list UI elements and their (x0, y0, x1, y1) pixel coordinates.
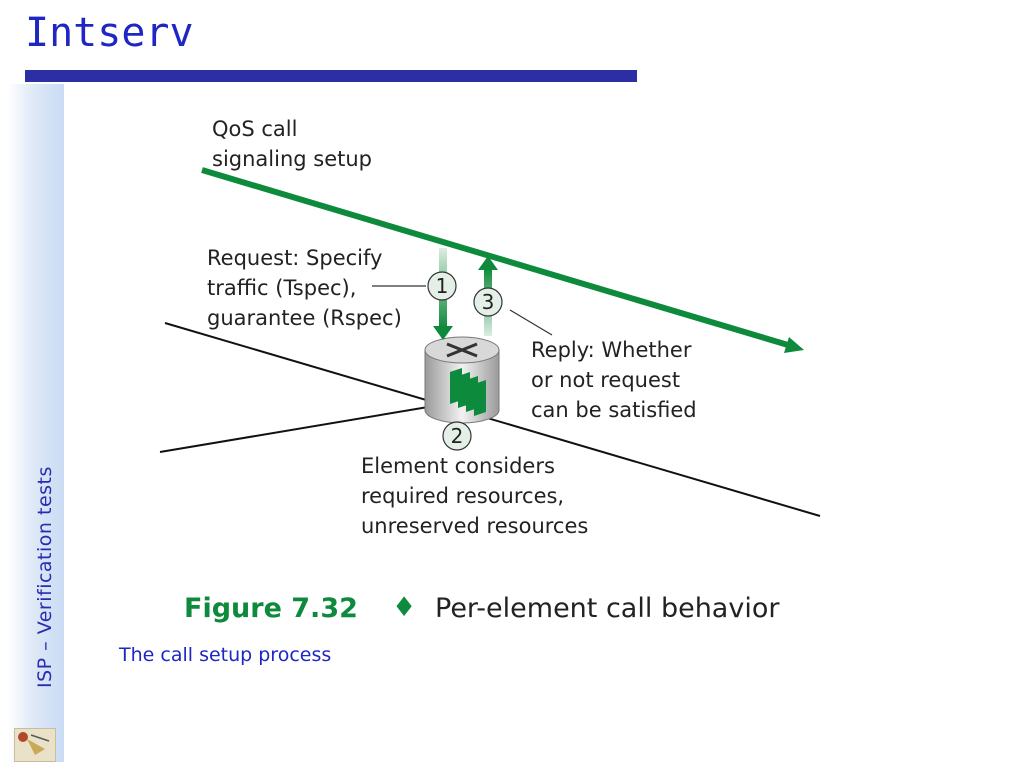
page-title: Intserv (25, 10, 194, 56)
slide-caption: The call setup process (119, 644, 332, 666)
figure-number: Figure 7.32 (184, 593, 358, 624)
qos-label-line-1: QoS call (212, 117, 297, 141)
link-line-lower (159, 404, 441, 453)
step-1-circle (427, 271, 457, 301)
reply-leader-line (509, 309, 553, 336)
reply-label-line-3: can be satisfied (531, 398, 697, 422)
router-icon (424, 336, 500, 424)
link-line-upper (164, 322, 821, 517)
request-label-line-2: traffic (Tspec), (207, 276, 356, 300)
figure-bullet: ♦ (392, 592, 416, 623)
logo-graphic (18, 732, 50, 755)
request-label-line-1: Request: Specify (207, 246, 382, 270)
element-label-line-2: required resources, (361, 484, 564, 508)
step-2-circle (442, 421, 472, 451)
step-1-number: 1 (436, 274, 449, 298)
step-2-number: 2 (451, 424, 464, 448)
sidebar (8, 84, 64, 762)
figure-caption: Per-element call behavior (435, 593, 780, 624)
step-3-circle (473, 287, 503, 317)
step-3-number: 3 (482, 290, 495, 314)
logo (14, 728, 56, 762)
request-arrow-head (433, 326, 453, 340)
reply-label-line-2: or not request (531, 368, 680, 392)
qos-label-line-2: signaling setup (212, 147, 372, 171)
request-label-line-3: guarantee (Rspec) (207, 306, 402, 330)
signaling-arrow-head (784, 337, 804, 353)
signaling-arrow-shaft (201, 167, 789, 348)
reply-label-line-1: Reply: Whether (531, 338, 692, 362)
element-label-line-1: Element considers (361, 454, 555, 478)
element-label-line-3: unreserved resources (361, 514, 588, 538)
title-rule (25, 70, 637, 82)
reply-arrow-head (478, 256, 498, 270)
